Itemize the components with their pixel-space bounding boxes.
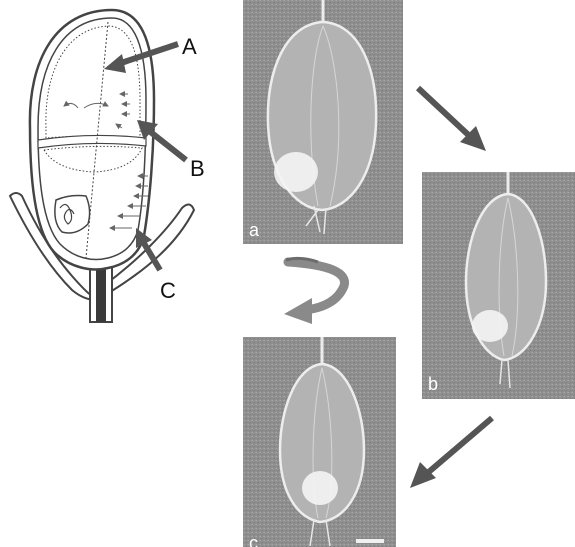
label-a: A [182,34,197,59]
rotation-arrow-icon [284,258,345,324]
scale-bar [356,539,384,543]
fruit-cross-section-drawing: A B C [10,10,205,322]
photo-panel-b: b [422,172,575,399]
panel-label-b: b [428,374,438,394]
photo-panel-a: a [243,0,403,244]
panel-label-c: c [249,533,258,547]
sequence-arrow-icon [418,88,486,151]
seed-photo-a [274,152,318,192]
seed-photo-b [472,310,508,342]
sequence-arrow-icon [410,418,492,488]
label-c: C [160,278,176,303]
seed-photo-c [302,471,338,505]
label-b: B [190,156,205,181]
panel-label-a: a [249,220,260,240]
seed-outline [55,196,90,234]
photo-panel-c: c [243,337,396,547]
